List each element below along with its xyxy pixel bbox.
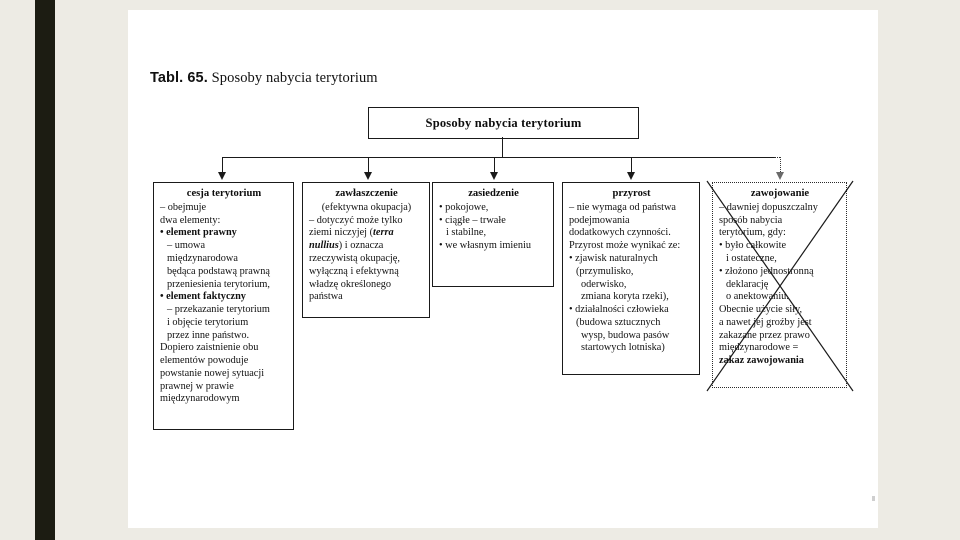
- list-item: państwa: [309, 291, 343, 303]
- node-body: – dawniej dopuszczalny sposób nabycia te…: [719, 202, 841, 368]
- connector-drop-5: [780, 157, 781, 174]
- list-item: wysp, budowa pasów: [581, 329, 670, 341]
- node-zawojowanie: zawojowanie – dawniej dopuszczalny sposó…: [712, 182, 847, 388]
- root-node: Sposoby nabycia terytorium: [368, 107, 639, 139]
- list-item: • było całkowite: [719, 240, 787, 252]
- list-item: • we własnym imieniu: [439, 240, 531, 252]
- node-body: • pokojowe, • ciągłe – trwałe i stabilne…: [439, 202, 548, 253]
- list-item: Dopiero zaistnienie obu: [160, 342, 259, 354]
- list-item: międzynarodowe =: [719, 342, 799, 354]
- list-item: • zjawisk naturalnych: [569, 252, 658, 264]
- list-item: międzynarodowa: [167, 252, 238, 264]
- table-number: Tabl. 65.: [150, 70, 208, 86]
- list-item: władzę określonego: [309, 278, 392, 290]
- node-zawlaszczenie: zawłaszczenie (efektywna okupacja) – dot…: [302, 182, 430, 318]
- arrow-down-3: [490, 172, 498, 180]
- node-przyrost: przyrost – nie wymaga od państwa podejmo…: [562, 182, 700, 375]
- connector-drop-1: [222, 157, 223, 174]
- list-item: zakaz zawojowania: [719, 355, 804, 367]
- list-item: – dotyczyć może tylko: [309, 214, 403, 226]
- connector-drop-3: [494, 157, 495, 174]
- page-title: Tabl. 65. Sposoby nabycia terytorium: [150, 70, 378, 87]
- arrow-down-1: [218, 172, 226, 180]
- node-body: – obejmuje dwa elementy: • element prawn…: [160, 202, 288, 406]
- list-item: (efektywna okupacja): [321, 201, 412, 213]
- node-zasiedzenie: zasiedzenie • pokojowe, • ciągłe – trwał…: [432, 182, 554, 287]
- list-item: a nawet jej groźby jest: [719, 316, 812, 328]
- list-item: • złożono jednostronną: [719, 265, 814, 277]
- list-item: i ostateczne,: [726, 252, 777, 264]
- node-heading: zawojowanie: [750, 188, 810, 199]
- node-heading: zasiedzenie: [468, 188, 519, 199]
- list-item: Przyrost może wynikać ze:: [569, 240, 681, 252]
- list-item: • działalności człowieka: [569, 304, 669, 316]
- connector-bus: [222, 157, 774, 158]
- page-mark: [872, 496, 875, 501]
- list-item: • element prawny: [160, 227, 237, 239]
- left-accent-stripe: [35, 0, 55, 540]
- list-item: (budowa sztucznych: [576, 316, 661, 328]
- list-item: oderwisko,: [581, 278, 627, 290]
- list-item: podejmowania: [569, 214, 630, 226]
- list-item: ziemi niczyjej (terra: [309, 227, 394, 239]
- list-item: elementów powoduje: [160, 355, 249, 367]
- list-item: wyłączną i efektywną: [309, 265, 399, 277]
- list-item: – dawniej dopuszczalny: [719, 201, 818, 213]
- node-body: – nie wymaga od państwa podejmowania dod…: [569, 202, 694, 355]
- list-item: przez inne państwo.: [167, 329, 250, 341]
- list-item: Obecnie użycie siły,: [719, 304, 803, 316]
- node-body: (efektywna okupacja) – dotyczyć może tyl…: [309, 202, 424, 304]
- node-heading: zawłaszczenie: [335, 188, 398, 199]
- connector-bus-dotted: [774, 157, 780, 158]
- list-item: – nie wymaga od państwa: [569, 201, 676, 213]
- node-heading: przyrost: [612, 188, 651, 199]
- table-caption: Sposoby nabycia terytorium: [207, 70, 378, 86]
- arrow-down-5: [776, 172, 784, 180]
- list-item: będąca podstawą prawną: [167, 265, 270, 277]
- list-item: dodatkowych czynności.: [569, 227, 671, 239]
- root-node-label: Sposoby nabycia terytorium: [425, 115, 582, 130]
- list-item: • element faktyczny: [160, 291, 246, 303]
- list-item: rzeczywistą okupację,: [309, 252, 400, 264]
- connector-drop-4: [631, 157, 632, 174]
- list-item: o anektowaniu.: [726, 291, 789, 303]
- node-cesja-terytorium: cesja terytorium – obejmuje dwa elementy…: [153, 182, 294, 430]
- list-item: zmiana koryta rzeki),: [581, 291, 669, 303]
- list-item: – umowa: [167, 240, 206, 252]
- list-item: (przymulisko,: [576, 265, 634, 277]
- list-item: powstanie nowej sytuacji: [160, 367, 265, 379]
- node-heading: cesja terytorium: [186, 188, 262, 199]
- arrow-down-4: [627, 172, 635, 180]
- list-item: • pokojowe,: [439, 201, 489, 213]
- list-item: dwa elementy:: [160, 214, 221, 226]
- list-item: i objęcie terytorium: [167, 316, 249, 328]
- list-item: startowych lotniska): [581, 342, 665, 354]
- list-item: nullius) i oznacza: [309, 240, 384, 252]
- list-item: deklarację: [726, 278, 769, 290]
- connector-root-stem: [502, 137, 503, 157]
- list-item: sposób nabycia: [719, 214, 783, 226]
- list-item: przeniesienia terytorium,: [167, 278, 270, 290]
- list-item: – przekazanie terytorium: [167, 304, 270, 316]
- list-item: prawnej w prawie: [160, 380, 234, 392]
- list-item: terytorium, gdy:: [719, 227, 786, 239]
- list-item: i stabilne,: [446, 227, 487, 239]
- connector-drop-2: [368, 157, 369, 174]
- list-item: • ciągłe – trwałe: [439, 214, 506, 226]
- arrow-down-2: [364, 172, 372, 180]
- list-item: międzynarodowym: [160, 393, 240, 405]
- list-item: zakazane przez prawo: [719, 329, 810, 341]
- list-item: – obejmuje: [160, 201, 207, 213]
